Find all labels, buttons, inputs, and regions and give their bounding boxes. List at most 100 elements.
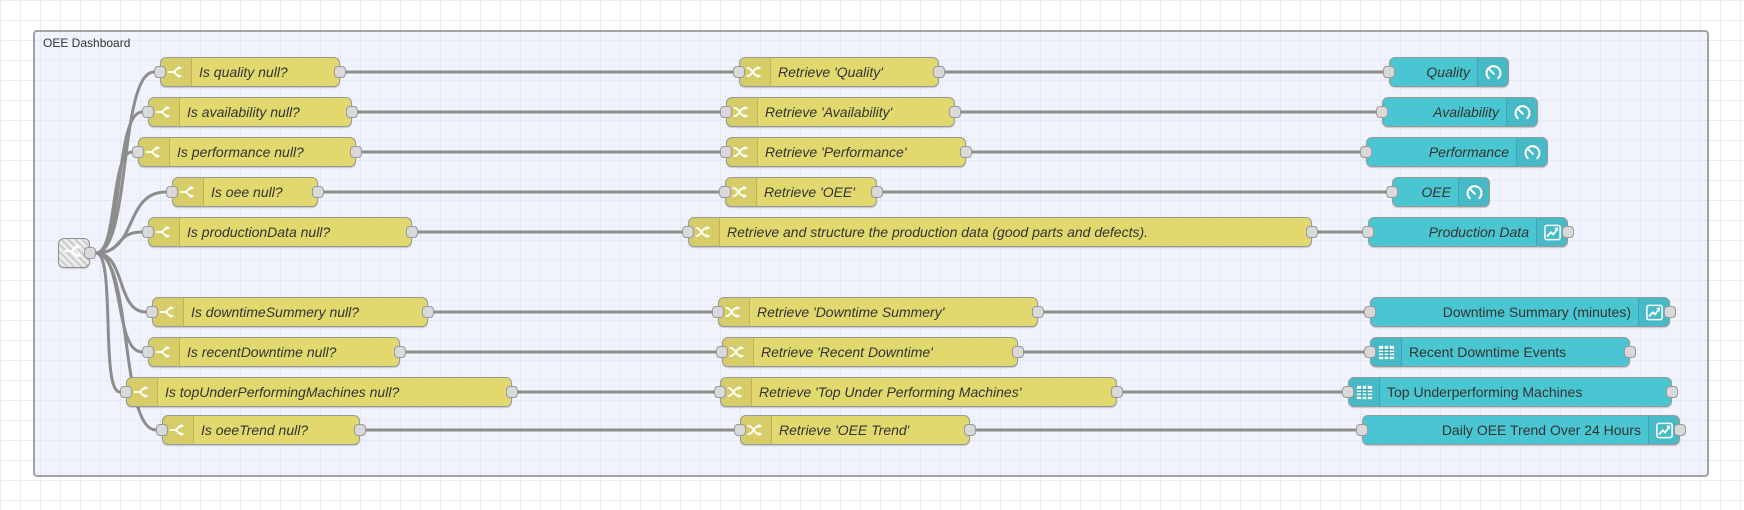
switch-node[interactable]: Is recentDowntime null? (148, 337, 400, 367)
ui-chart-node[interactable]: Downtime Summary (minutes) (1370, 297, 1670, 327)
gauge-icon (1477, 58, 1508, 86)
change-node[interactable]: Retrieve 'OEE Trend' (740, 415, 970, 445)
change-node[interactable]: Retrieve 'Quality' (739, 57, 939, 87)
input-port[interactable] (682, 226, 694, 238)
switch-node[interactable]: Is productionData null? (148, 217, 412, 247)
input-port[interactable] (1364, 306, 1376, 318)
output-port[interactable] (1012, 346, 1024, 358)
change-node[interactable]: Retrieve 'Availability' (726, 97, 955, 127)
switch-icon (173, 178, 204, 206)
input-port[interactable] (1360, 146, 1372, 158)
table-icon (1371, 338, 1402, 366)
change-node[interactable]: Retrieve 'Performance' (726, 137, 966, 167)
node-label: Quality (1426, 64, 1470, 80)
fork-icon (64, 241, 84, 266)
output-port[interactable] (1032, 306, 1044, 318)
input-port[interactable] (720, 106, 732, 118)
output-port[interactable] (346, 106, 358, 118)
input-port[interactable] (142, 226, 154, 238)
input-port[interactable] (1342, 386, 1354, 398)
wire[interactable] (94, 150, 134, 255)
switch-node[interactable]: Is performance null? (138, 137, 356, 167)
ui-gauge-node[interactable]: OEE (1392, 177, 1490, 207)
output-port[interactable] (964, 424, 976, 436)
output-port[interactable] (1674, 424, 1686, 436)
output-port[interactable] (960, 146, 972, 158)
ui-table-node[interactable]: Recent Downtime Events (1370, 337, 1630, 367)
node-label: Recent Downtime Events (1409, 344, 1567, 360)
output-port[interactable] (949, 106, 961, 118)
node-label: Is topUnderPerformingMachines null? (165, 384, 400, 400)
input-port[interactable] (146, 306, 158, 318)
input-port[interactable] (714, 386, 726, 398)
input-port[interactable] (166, 186, 178, 198)
output-port[interactable] (1562, 226, 1574, 238)
input-port[interactable] (1362, 226, 1374, 238)
input-port[interactable] (712, 306, 724, 318)
output-port[interactable] (871, 186, 883, 198)
input-port[interactable] (1376, 106, 1388, 118)
change-icon (719, 298, 750, 326)
switch-icon (139, 138, 170, 166)
change-icon (689, 218, 720, 246)
wire[interactable] (94, 251, 158, 432)
change-node[interactable]: Retrieve 'Recent Downtime' (722, 337, 1018, 367)
output-port[interactable] (506, 386, 518, 398)
change-node[interactable]: Retrieve 'Top Under Performing Machines' (720, 377, 1117, 407)
output-port[interactable] (1306, 226, 1318, 238)
output-port[interactable] (1664, 306, 1676, 318)
node-label: Performance (1428, 144, 1509, 160)
output-port[interactable] (933, 66, 945, 78)
switch-node[interactable]: Is oee null? (172, 177, 318, 207)
ui-chart-node[interactable]: Daily OEE Trend Over 24 Hours (1362, 415, 1680, 445)
ui-gauge-node[interactable]: Performance (1366, 137, 1548, 167)
output-port[interactable] (84, 247, 96, 259)
input-port[interactable] (1383, 66, 1395, 78)
output-port[interactable] (406, 226, 418, 238)
ui-table-node[interactable]: Top Underperforming Machines (1348, 377, 1672, 407)
input-port[interactable] (1364, 346, 1376, 358)
ui-chart-node[interactable]: Production Data (1368, 217, 1568, 247)
input-port[interactable] (154, 66, 166, 78)
change-node[interactable]: Retrieve and structure the production da… (688, 217, 1312, 247)
ui-gauge-node[interactable]: Quality (1389, 57, 1509, 87)
input-port[interactable] (132, 146, 144, 158)
input-port[interactable] (716, 346, 728, 358)
change-node[interactable]: Retrieve 'Downtime Summery' (718, 297, 1038, 327)
input-port[interactable] (156, 424, 168, 436)
switch-node[interactable]: Is topUnderPerformingMachines null? (126, 377, 512, 407)
output-port[interactable] (394, 346, 406, 358)
output-port[interactable] (422, 306, 434, 318)
output-port[interactable] (1111, 386, 1123, 398)
gauge-icon (1516, 138, 1547, 166)
chart-icon (1638, 298, 1669, 326)
output-port[interactable] (1666, 386, 1678, 398)
switch-node[interactable]: Is quality null? (160, 57, 340, 87)
input-port[interactable] (120, 386, 132, 398)
change-icon (723, 338, 754, 366)
output-port[interactable] (354, 424, 366, 436)
input-port[interactable] (1356, 424, 1368, 436)
output-port[interactable] (1624, 346, 1636, 358)
switch-node[interactable]: Is downtimeSummery null? (152, 297, 428, 327)
input-port[interactable] (1386, 186, 1398, 198)
output-port[interactable] (350, 146, 362, 158)
input-port[interactable] (142, 346, 154, 358)
change-node[interactable]: Retrieve 'OEE' (725, 177, 877, 207)
node-label: Is oeeTrend null? (201, 422, 309, 438)
output-port[interactable] (334, 66, 346, 78)
switch-node[interactable]: Is oeeTrend null? (162, 415, 360, 445)
wire[interactable] (94, 251, 122, 394)
input-port[interactable] (142, 106, 154, 118)
input-port[interactable] (719, 186, 731, 198)
ui-gauge-node[interactable]: Availability (1382, 97, 1538, 127)
output-port[interactable] (312, 186, 324, 198)
wire[interactable] (94, 230, 144, 255)
switch-node[interactable]: Is availability null? (148, 97, 352, 127)
input-port[interactable] (733, 66, 745, 78)
input-port[interactable] (720, 146, 732, 158)
input-port[interactable] (734, 424, 746, 436)
table-icon (1349, 378, 1380, 406)
